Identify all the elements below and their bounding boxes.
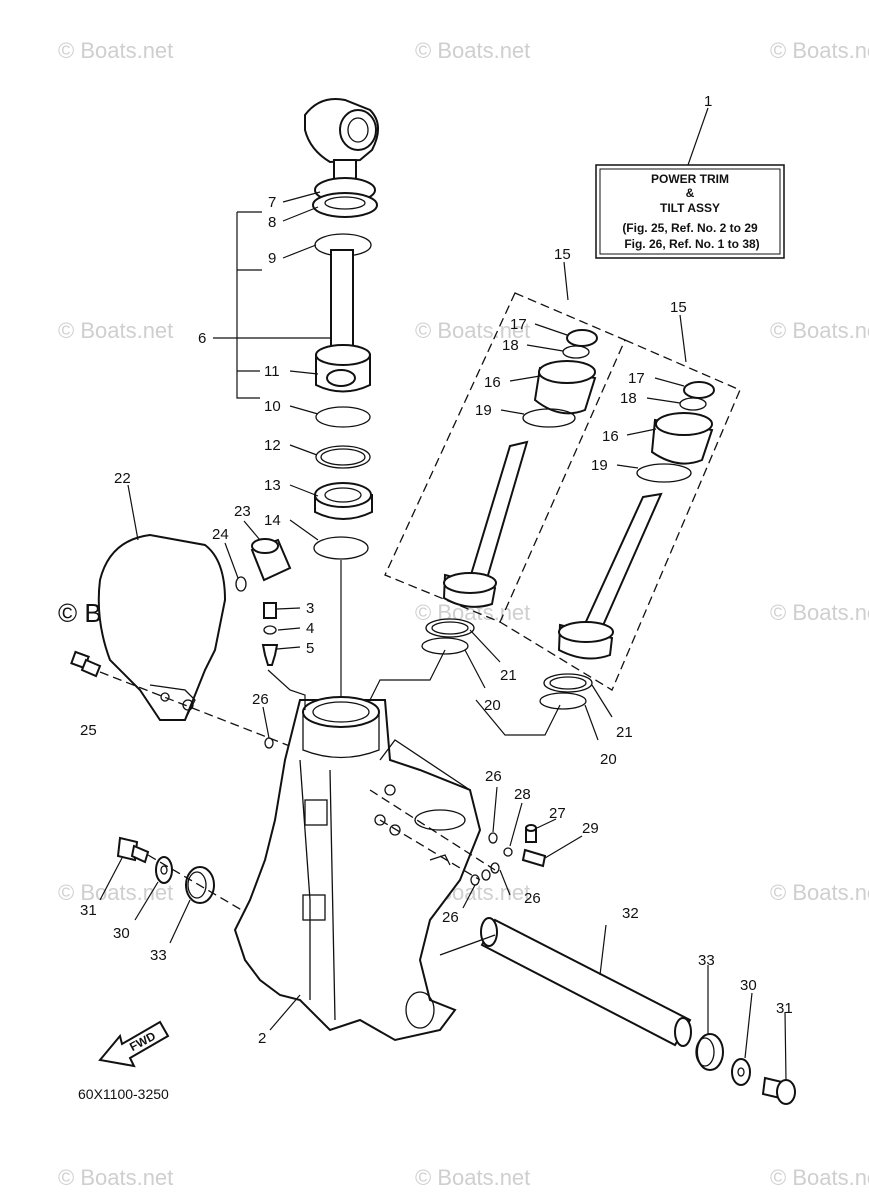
leader-lines [99,191,787,1081]
seal-rings-20-21 [421,618,593,710]
callout-13: 13 [264,477,281,494]
callout-3: 3 [306,600,314,617]
callout-2: 2 [258,1030,266,1047]
watermark: © Boats.net [415,38,530,63]
callout-25: 25 [80,722,97,739]
callout-33: 33 [150,947,167,964]
callout-20: 20 [600,751,617,768]
callout-30: 30 [740,977,757,994]
callout-26: 26 [485,768,502,785]
callout-23: 23 [234,503,251,520]
callout-21: 21 [500,667,517,684]
info-box-line5: Fig. 26, Ref. No. 1 to 38) [624,237,759,251]
callout-33: 33 [698,952,715,969]
watermark: © Boats.net [415,1165,530,1190]
callout-17: 17 [510,316,527,333]
watermark: © Boats.net [58,38,173,63]
callout-16: 16 [484,374,501,391]
callout-24: 24 [212,526,229,543]
callout-16: 16 [602,428,619,445]
side-cover [97,533,227,721]
watermark: © Boats.net [770,38,869,63]
callout-26: 26 [524,890,541,907]
callout-20: 20 [484,697,501,714]
callout-10: 10 [264,398,281,415]
callout-1: 1 [704,93,712,110]
pins-and-orings [264,737,547,886]
watermark: © Boats.net [415,318,530,343]
callout-22: 22 [114,470,131,487]
callout-26: 26 [252,691,269,708]
info-box-line3: TILT ASSY [660,201,720,215]
watermark: © Boats.net [58,880,173,905]
callout-30: 30 [113,925,130,942]
callout-7: 7 [268,194,276,211]
info-box: POWER TRIM & TILT ASSY (Fig. 25, Ref. No… [595,107,785,259]
watermark: © Boats.net [58,318,173,343]
callout-19: 19 [475,402,492,419]
callout-15: 15 [554,246,571,263]
fwd-arrow-icon: FWD [98,1020,170,1068]
info-box-line4: (Fig. 25, Ref. No. 2 to 29 [622,221,758,235]
watermark: © Boats.net [770,880,869,905]
callout-12: 12 [264,437,281,454]
callout-labels: 1 2 3 4 5 6 7 8 9 10 11 12 13 14 15 15 1… [80,93,793,1047]
callout-14: 14 [264,512,281,529]
callout-6: 6 [198,330,206,347]
callout-18: 18 [502,337,519,354]
callout-31: 31 [776,1000,793,1017]
callout-19: 19 [591,457,608,474]
tilt-cylinder-rod-assembly [304,98,379,700]
callout-18: 18 [620,390,637,407]
callout-31: 31 [80,902,97,919]
figure-code: 60X1100-3250 [78,1086,169,1102]
callout-28: 28 [514,786,531,803]
callout-9: 9 [268,250,276,267]
watermark: © Boats.net [770,318,869,343]
callout-4: 4 [306,620,314,637]
info-box-line2: & [686,186,695,200]
callout-27: 27 [549,805,566,822]
callout-5: 5 [306,640,314,657]
callout-8: 8 [268,214,276,231]
callout-15: 15 [670,299,687,316]
watermark: © Boats.net [770,600,869,625]
callout-26: 26 [442,909,459,926]
watermark: © Boats.net [770,1165,869,1190]
trim-ram-assemblies [384,292,741,691]
tilt-tube-and-hardware [116,836,796,1105]
callout-21: 21 [616,724,633,741]
callout-17: 17 [628,370,645,387]
main-housing [233,696,482,1042]
info-box-line1: POWER TRIM [651,172,729,186]
callout-11: 11 [264,363,280,380]
small-parts [235,538,292,666]
callout-29: 29 [582,820,599,837]
watermark: © Boats.net [58,1165,173,1190]
callout-32: 32 [622,905,639,922]
